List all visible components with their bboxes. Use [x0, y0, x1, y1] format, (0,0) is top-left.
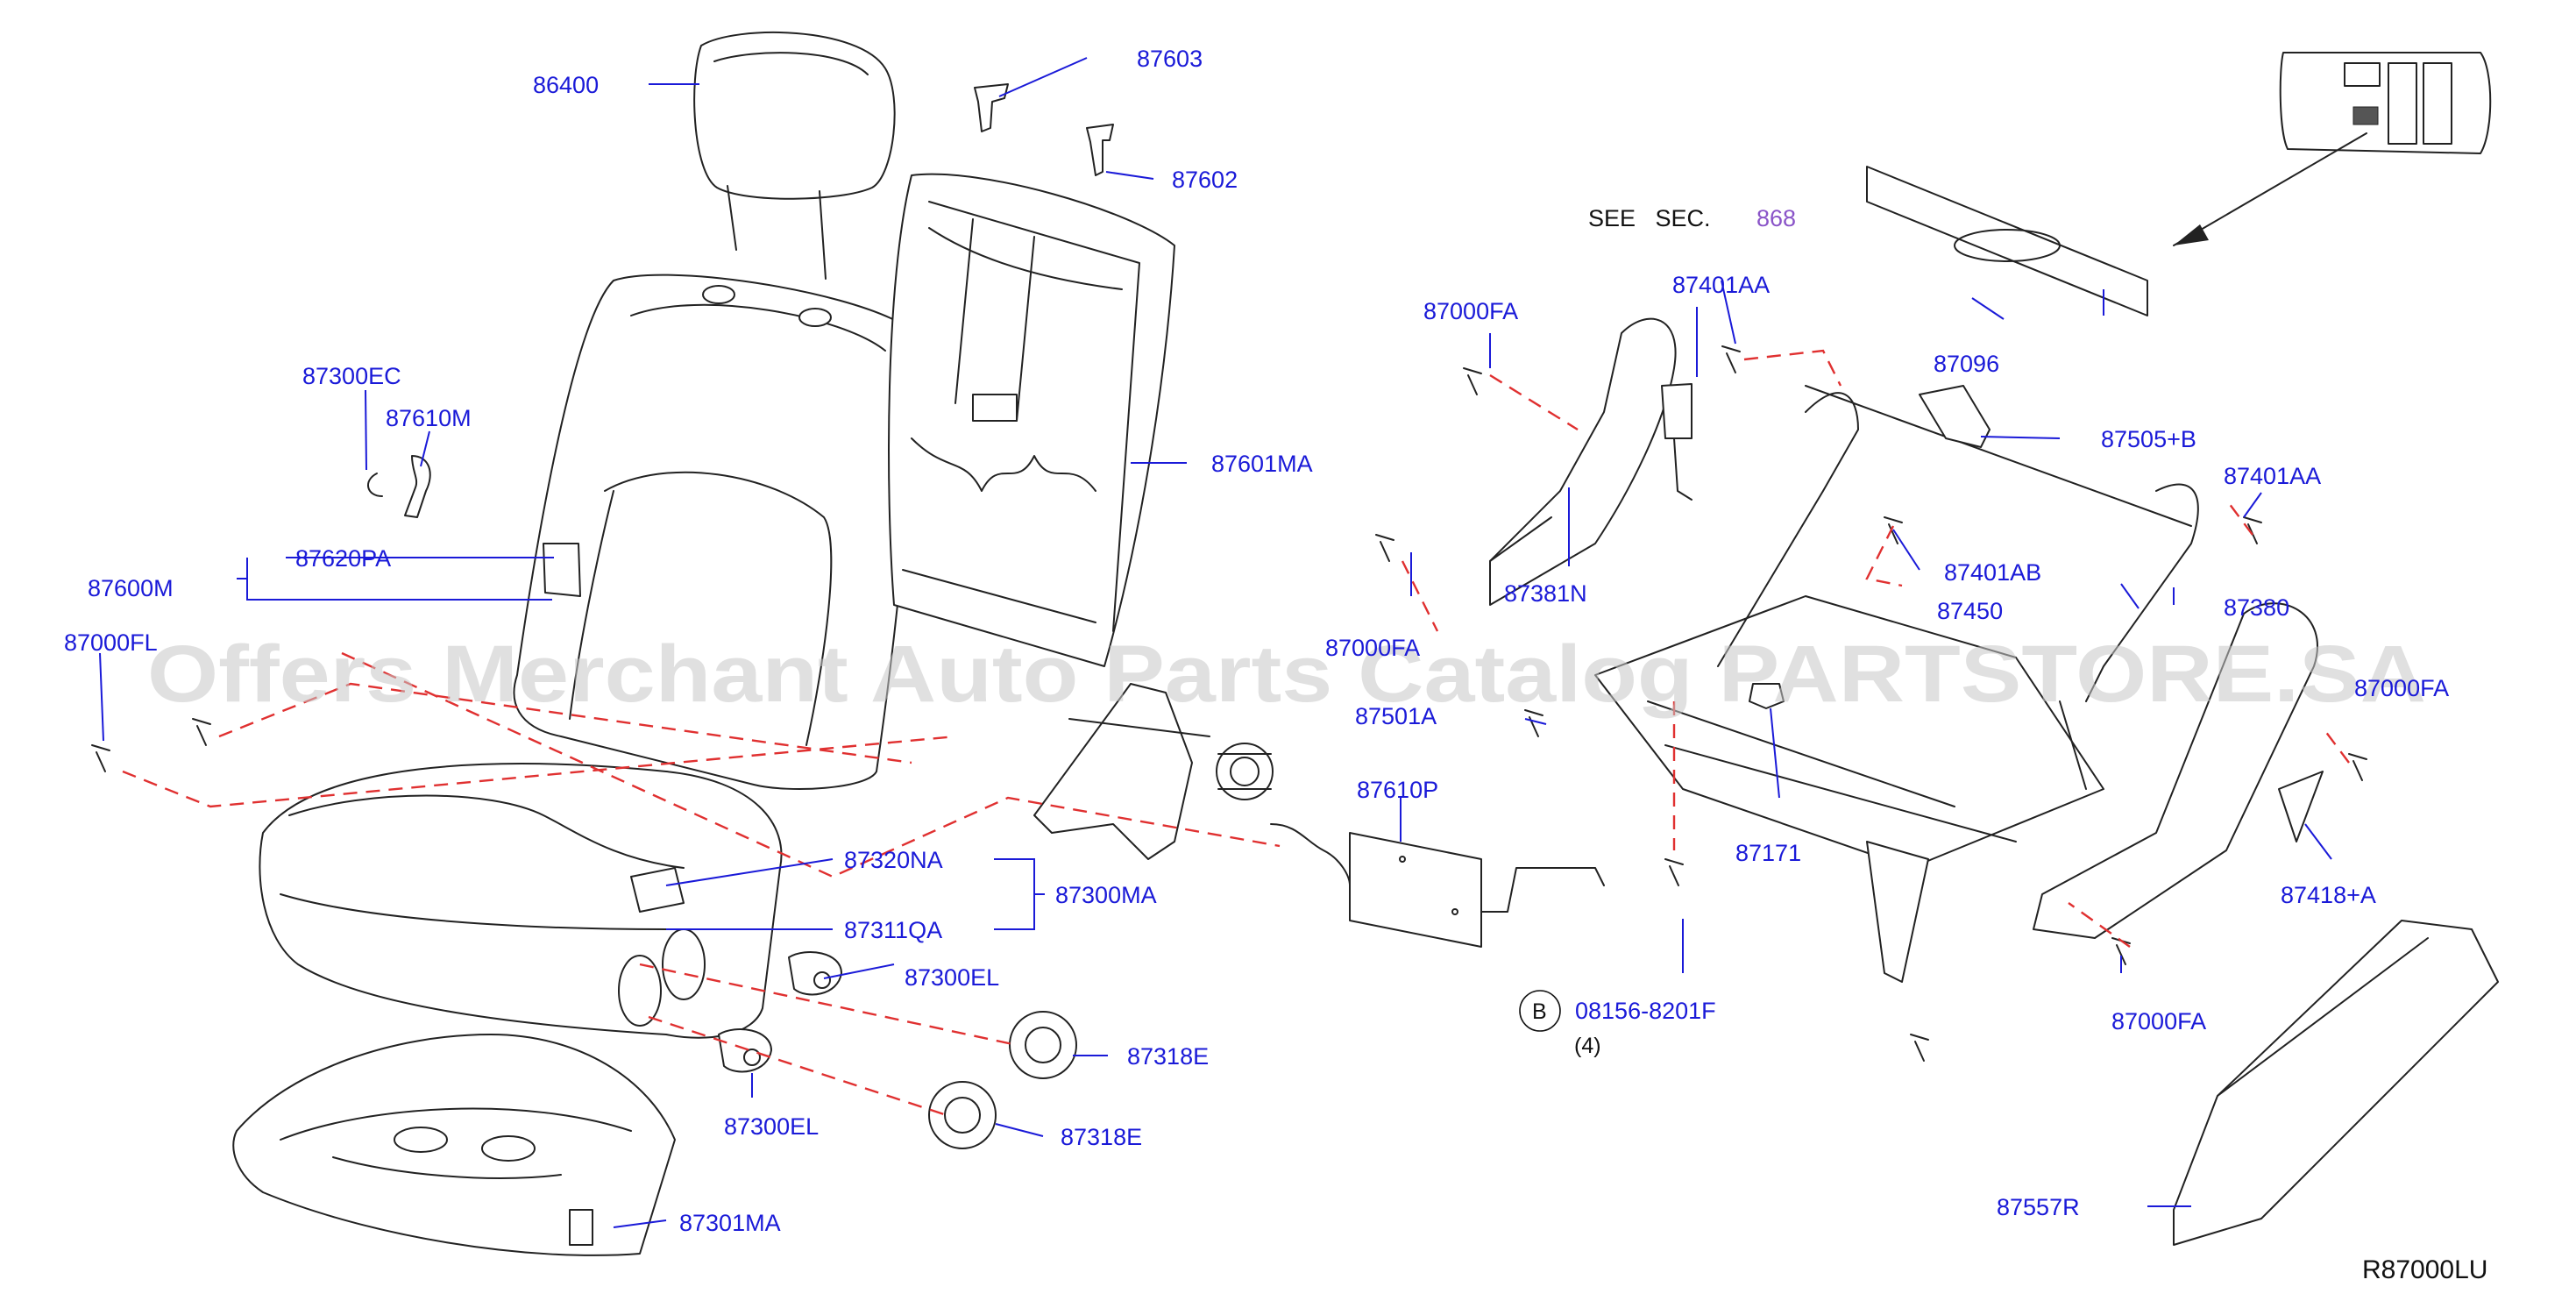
see-section-note: SEE SEC. 868 — [1588, 205, 1796, 231]
label-87610p[interactable]: 87610P — [1357, 777, 1438, 803]
label-87318e-b[interactable]: 87318E — [1061, 1124, 1142, 1150]
side-shield-inner-drawing[interactable] — [1489, 317, 1677, 606]
side-cover-drawing[interactable] — [2173, 920, 2499, 1246]
label-87620pa[interactable]: 87620PA — [295, 545, 391, 572]
seat-frame-drawing[interactable] — [1594, 385, 2199, 983]
seat-slide-rail-drawing[interactable] — [1866, 166, 2148, 316]
watermark: Offers Merchant Auto Parts Catalog PARTS… — [147, 629, 2426, 719]
callout-letter: B — [1532, 999, 1547, 1024]
label-87171[interactable]: 87171 — [1735, 840, 1801, 866]
label-87300el-b[interactable]: 87300EL — [724, 1113, 819, 1140]
label-87300el-a[interactable]: 87300EL — [905, 964, 999, 991]
label-87603[interactable]: 87603 — [1137, 46, 1203, 72]
seatback-cover-drawing[interactable] — [513, 274, 912, 790]
callout-b: B (4) — [1519, 990, 1601, 1058]
screw-bolt-drawings[interactable] — [91, 345, 2367, 1062]
label-87000fa-mid[interactable]: 87000FA — [1325, 635, 1420, 661]
hook-clips-drawing[interactable] — [367, 455, 431, 518]
headrest-drawing[interactable] — [693, 32, 896, 280]
label-87096[interactable]: 87096 — [1934, 351, 1999, 377]
label-87000fa-bottom[interactable]: 87000FA — [2111, 1008, 2206, 1034]
label-87401aa-right[interactable]: 87401AA — [2224, 463, 2321, 489]
label-86400[interactable]: 86400 — [533, 72, 599, 98]
seat-belt-buckle-drawing[interactable] — [1661, 383, 1692, 501]
quantity-note: (4) — [1574, 1034, 1601, 1058]
label-87000fa-right[interactable]: 87000FA — [2354, 675, 2449, 701]
label-87418a[interactable]: 87418+A — [2281, 882, 2376, 908]
label-87401aa-top[interactable]: 87401AA — [1672, 272, 1770, 298]
seat-cushion-cover-drawing[interactable] — [259, 763, 783, 1039]
label-87320na[interactable]: 87320NA — [844, 847, 943, 873]
label-87602[interactable]: 87602 — [1172, 167, 1238, 193]
label-87311qa[interactable]: 87311QA — [844, 917, 942, 943]
label-08156-8201f[interactable]: 08156-8201F — [1575, 998, 1716, 1024]
headrest-guide-drawings[interactable] — [974, 83, 1114, 176]
label-87301ma[interactable]: 87301MA — [679, 1210, 781, 1236]
label-87557r[interactable]: 87557R — [1997, 1194, 2080, 1220]
label-87505b[interactable]: 87505+B — [2101, 426, 2196, 452]
recliner-mechanism-drawing[interactable] — [1033, 683, 1274, 860]
label-87300ma[interactable]: 87300MA — [1055, 882, 1157, 908]
knob-drawings[interactable] — [928, 1011, 1077, 1149]
leader-lines — [99, 57, 2332, 1228]
seat-pan-drawing[interactable] — [232, 1034, 676, 1256]
label-87318e-a[interactable]: 87318E — [1127, 1043, 1209, 1070]
diagram-code: R87000LU — [2362, 1255, 2487, 1284]
label-87000fa-top[interactable]: 87000FA — [1423, 298, 1518, 324]
label-87450[interactable]: 87450 — [1937, 598, 2003, 624]
label-87380[interactable]: 87380 — [2224, 594, 2289, 621]
lumbar-unit-drawing[interactable] — [1270, 823, 1605, 948]
vehicle-locator-inset[interactable] — [2173, 52, 2492, 246]
part-labels: 86400 87603 87602 87601MA 87300EC 87610M… — [64, 46, 2449, 1236]
label-87501a[interactable]: 87501A — [1355, 703, 1437, 729]
label-87000f-left[interactable]: 87000FL — [64, 629, 158, 656]
seatback-frame-drawing[interactable] — [888, 173, 1175, 667]
label-87381n[interactable]: 87381N — [1504, 580, 1587, 607]
side-shield-outer-drawing[interactable] — [2033, 602, 2324, 939]
callout-circle — [1519, 990, 1561, 1032]
label-87600m[interactable]: 87600M — [88, 575, 174, 601]
bracket-87505-drawing[interactable] — [1919, 385, 1991, 448]
see-section-text: SEE SEC. — [1588, 205, 1711, 231]
assembly-lines — [122, 349, 2350, 1117]
label-87601ma[interactable]: 87601MA — [1211, 451, 1313, 477]
label-87401ab[interactable]: 87401AB — [1944, 559, 2041, 586]
grommet-drawings[interactable] — [718, 951, 842, 1073]
see-section-link[interactable]: 868 — [1756, 205, 1796, 231]
nut-87171-drawing[interactable] — [1749, 683, 1785, 709]
label-87300ec[interactable]: 87300EC — [302, 363, 401, 389]
label-87610m[interactable]: 87610M — [386, 405, 472, 431]
